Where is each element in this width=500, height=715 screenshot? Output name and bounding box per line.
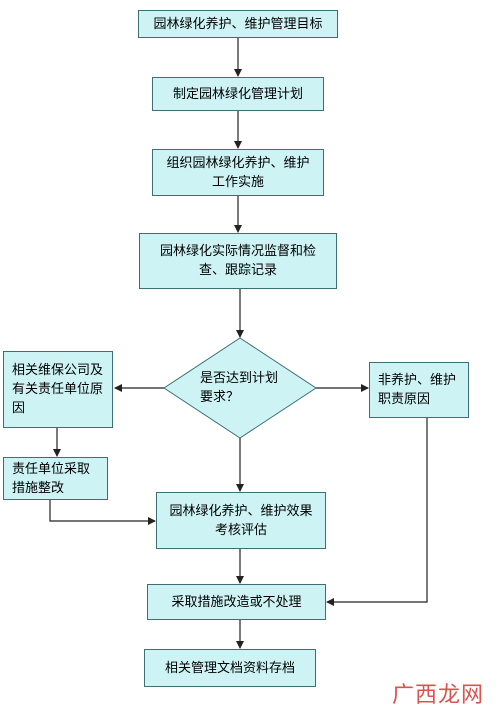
- watermark-logo: 广西龙网: [391, 683, 484, 708]
- node-plan: 制定园林绿化管理计划: [152, 77, 324, 111]
- node-rectify: 责任单位采取措施整改: [3, 457, 108, 500]
- node-organize-label: 组织园林绿化养护、维护工作实施: [166, 155, 310, 190]
- node-goal-label: 园林绿化养护、维护管理目标: [153, 16, 323, 32]
- node-measures: 采取措施改造或不处理: [147, 584, 326, 620]
- node-plan-label: 制定园林绿化管理计划: [172, 86, 303, 102]
- node-monitor-label: 园林绿化实际情况监督和检查、跟踪记录: [159, 244, 316, 278]
- node-monitor: 园林绿化实际情况监督和检查、跟踪记录: [139, 233, 337, 289]
- node-left-cause: 相关维保公司及有关责任单位原因: [3, 351, 113, 428]
- node-assess-label: 园林绿化养护、维护效果考核评估: [169, 503, 313, 538]
- node-archive-label: 相关管理文档资料存档: [164, 660, 295, 676]
- node-archive: 相关管理文档资料存档: [144, 649, 316, 687]
- node-right-cause: 非养护、维护职责原因: [369, 362, 469, 418]
- node-rectify-label: 责任单位采取措施整改: [12, 461, 91, 496]
- arrow-right-cause-to-measures: [326, 418, 428, 606]
- decision-label: 是否达到计划要求？: [200, 371, 279, 405]
- node-right-cause-label: 非养护、维护职责原因: [378, 373, 457, 407]
- node-assess: 园林绿化养护、维护效果考核评估: [156, 492, 326, 549]
- node-goal: 园林绿化养护、维护管理目标: [138, 10, 338, 38]
- node-left-cause-label: 相关维保公司及有关责任单位原因: [12, 363, 104, 416]
- node-measures-label: 采取措施改造或不处理: [171, 594, 302, 610]
- arrow-rectify-to-assess: [49, 500, 156, 525]
- node-organize: 组织园林绿化养护、维护工作实施: [152, 149, 324, 196]
